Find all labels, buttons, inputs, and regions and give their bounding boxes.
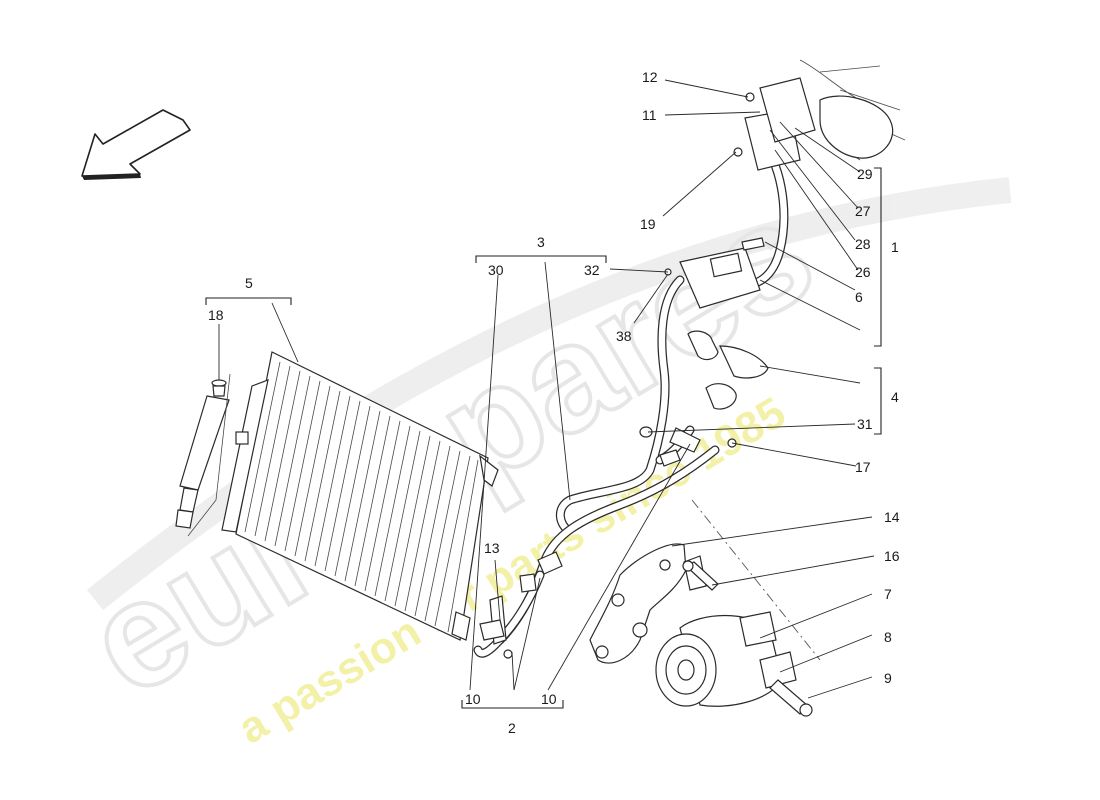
bracket-4 (874, 367, 882, 435)
callout-11: 11 (642, 107, 657, 123)
condenser (221, 351, 499, 641)
callout-38: 38 (616, 328, 632, 344)
callout-8: 8 (884, 629, 892, 645)
watermark-swoosh (86, 177, 1012, 611)
callout-3: 3 (537, 234, 545, 250)
bracket-1 (874, 167, 882, 347)
callout-27: 27 (855, 203, 871, 219)
direction-arrow-icon (81, 109, 191, 180)
callout-26: 26 (855, 264, 871, 280)
bracket-3 (475, 255, 607, 263)
bracket-2 (461, 700, 564, 709)
callout-19: 19 (640, 216, 656, 232)
hose-manifold (664, 237, 765, 309)
callout-10-right: 10 (541, 691, 557, 707)
callout-18: 18 (208, 307, 224, 323)
receiver-dryer (175, 373, 231, 537)
callout-28: 28 (855, 236, 871, 252)
callout-17: 17 (855, 459, 871, 475)
leader-lines (218, 79, 875, 699)
callout-7: 7 (884, 586, 892, 602)
muffler-assembly (639, 330, 769, 467)
callout-1: 1 (891, 239, 899, 255)
compressor-bracket (589, 543, 707, 664)
callout-32: 32 (584, 262, 600, 278)
callout-9: 9 (884, 670, 892, 686)
callout-2: 2 (508, 720, 516, 736)
callout-31: 31 (857, 416, 873, 432)
callout-6: 6 (855, 289, 863, 305)
callout-10-left: 10 (465, 691, 481, 707)
callout-13: 13 (484, 540, 500, 556)
ac-compressor (655, 611, 813, 717)
grouping-brackets (205, 167, 882, 709)
expansion-valve-block (733, 59, 906, 171)
callout-14: 14 (884, 509, 900, 525)
callout-16: 16 (884, 548, 900, 564)
callout-30: 30 (488, 262, 504, 278)
callout-labels: 12 11 19 29 27 28 26 1 6 3 30 32 5 18 38… (208, 69, 900, 736)
reference-line (691, 499, 821, 661)
bracket-5 (205, 297, 292, 305)
callout-12: 12 (642, 69, 658, 85)
callout-5: 5 (245, 275, 253, 291)
callout-4: 4 (891, 389, 899, 405)
hose-fittings (479, 551, 563, 659)
callout-29: 29 (857, 166, 873, 182)
